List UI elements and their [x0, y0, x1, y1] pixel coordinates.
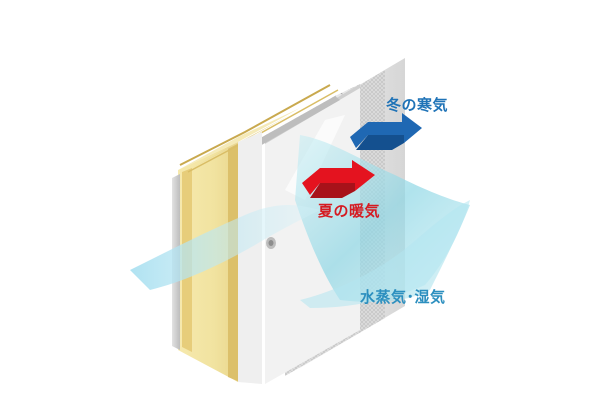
- summer-warm-arrow: [302, 160, 375, 195]
- label-vapor-humidity: 水蒸気･湿気: [360, 288, 446, 306]
- arrow-right-icon: [302, 160, 375, 198]
- vapor-wave-front: [130, 205, 320, 290]
- fastener-bolt: [266, 237, 276, 249]
- inner-board-edge: [238, 132, 262, 384]
- insulation-block-top: [178, 108, 300, 170]
- label-winter-cold: 冬の寒気: [386, 96, 448, 114]
- vapor-wave-back: [300, 200, 470, 308]
- wood-frame-right: [228, 142, 240, 382]
- label-summer-heat: 夏の暖気: [317, 202, 380, 220]
- arrow-right-icon: [350, 113, 422, 150]
